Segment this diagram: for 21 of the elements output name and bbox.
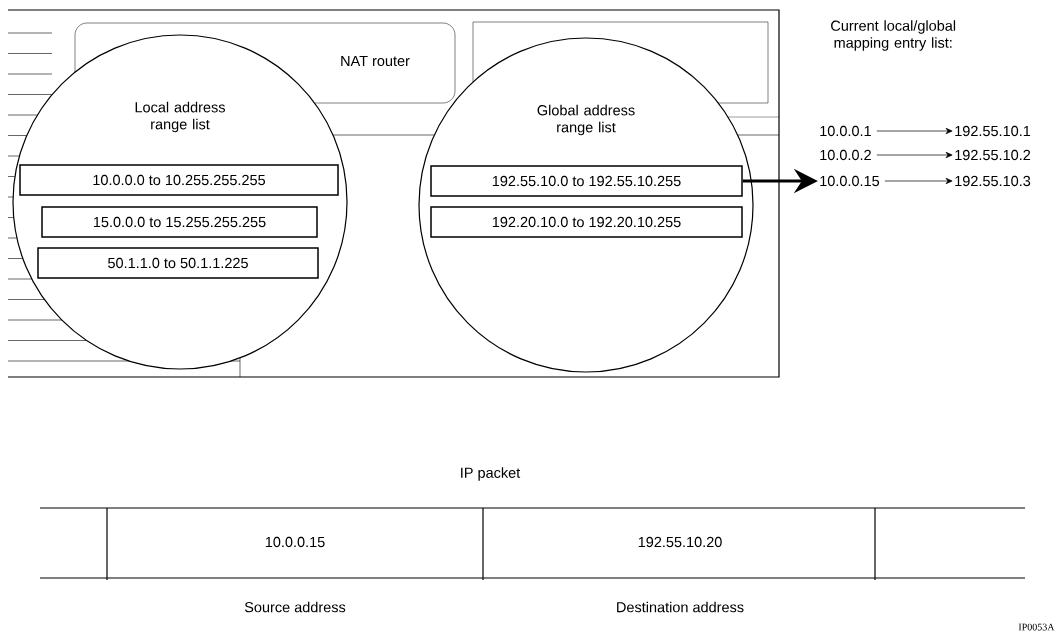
arrow (884, 178, 953, 185)
mapping-entry: 192.55.10.2 (955, 149, 1031, 161)
packet-field: 10.0.0.15 (265, 536, 325, 548)
address-range-box: 50.1.1.0 to 50.1.1.225 (37, 247, 319, 279)
mapping-list-heading: Current local/global mapping entry list: (831, 20, 956, 51)
address-range-box: 192.20.10.0 to 192.20.10.255 (430, 206, 743, 238)
packet-field: 192.55.10.20 (638, 536, 722, 548)
arrow (876, 152, 953, 159)
address-range-box: 15.0.0.0 to 15.255.255.255 (41, 206, 318, 238)
field-caption: Destination address (617, 601, 744, 613)
figure-id: IP0053A (1018, 623, 1055, 631)
packet-title: IP packet (461, 467, 521, 481)
mapping-entry: 10.0.0.15 (820, 175, 880, 187)
mapping-entry: 10.0.0.2 (820, 149, 871, 161)
mapping-entry: 192.55.10.1 (955, 125, 1031, 137)
mapping-entry: 192.55.10.3 (955, 175, 1031, 187)
address-range-box: 10.0.0.0 to 10.255.255.255 (19, 164, 339, 196)
mapping-entry: 10.0.0.1 (820, 125, 871, 137)
address-range-box: 192.55.10.0 to 192.55.10.255 (430, 165, 743, 197)
arrow (876, 128, 953, 135)
field-caption: Source address (244, 601, 346, 613)
